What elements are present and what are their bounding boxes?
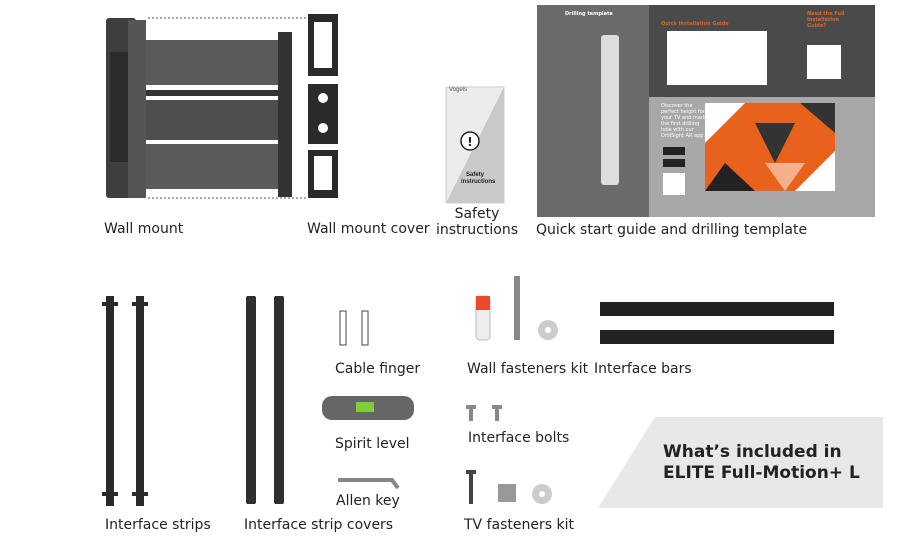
banner-line-1: What’s included in [663, 442, 842, 462]
booklet-title-1: Safety [466, 172, 485, 178]
banner-line-2: ELITE Full-Motion+ L [663, 463, 860, 483]
interface-strip-covers-label: Interface strip covers [244, 517, 394, 533]
interface-bars-image [600, 302, 834, 344]
wall-mount-cover-label: Wall mount cover [307, 221, 430, 237]
guide-need-3: Guide? [807, 23, 827, 29]
safety-booklet-image: ! [445, 86, 505, 204]
booklet-title-2: instructions [461, 179, 496, 185]
quick-start-guide-image: Drilling template Quick Installation Gui… [537, 5, 875, 217]
interface-strips-image [102, 296, 148, 506]
wall-mount-image [106, 17, 308, 199]
interface-bars-label: Interface bars [594, 361, 692, 377]
guide-need-2: Installation [807, 17, 840, 23]
spirit-level-image [322, 396, 414, 420]
cable-finger-image [339, 310, 369, 346]
safety-label-1: Safety [454, 206, 500, 222]
interface-strips-label: Interface strips [105, 517, 211, 533]
wall-fasteners-image [475, 276, 558, 341]
interface-bolts-label: Interface bolts [468, 430, 570, 446]
safety-label-2: instructions [436, 222, 518, 238]
tv-fasteners-image [466, 470, 552, 504]
interface-strip-covers-image [246, 296, 284, 504]
tv-fasteners-label: TV fasteners kit [464, 517, 574, 533]
wall-mount-cover-image [308, 14, 338, 198]
svg-text:!: ! [467, 135, 472, 149]
wall-mount-label: Wall mount [104, 221, 184, 237]
allen-key-label: Allen key [336, 493, 400, 509]
guide-drilling-title: Drilling template [565, 11, 613, 17]
quick-start-label: Quick start guide and drilling template [536, 222, 808, 238]
allen-key-image [338, 478, 400, 490]
guide-quick-title: Quick Installation Guide [661, 21, 729, 27]
wall-fasteners-label: Wall fasteners kit [467, 361, 589, 377]
guide-need-1: Need the Full [807, 11, 845, 17]
spirit-level-label: Spirit level [335, 436, 410, 452]
cable-finger-label: Cable finger [335, 361, 421, 377]
interface-bolts-image [466, 405, 502, 421]
booklet-brand: Vogels [449, 87, 468, 93]
guide-discover: Discover the perfect height for your TV … [661, 103, 706, 139]
